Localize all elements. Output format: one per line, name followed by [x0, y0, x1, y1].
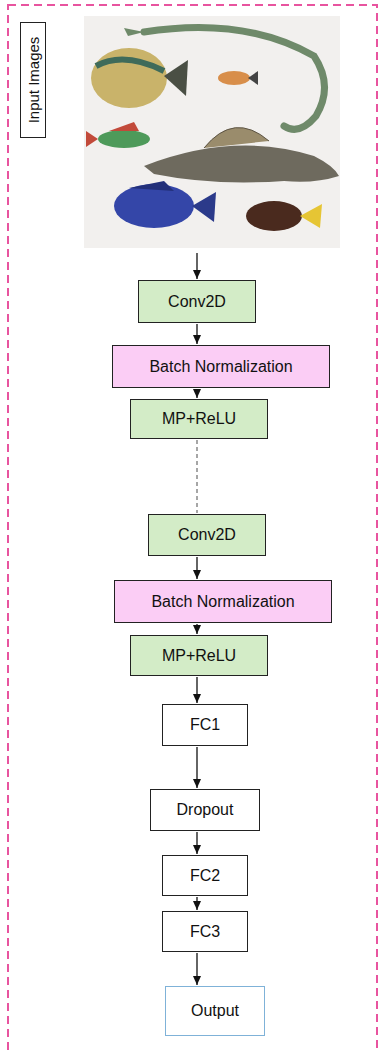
dense-layer-box: FC2	[162, 855, 248, 896]
layer-label: Output	[191, 1002, 239, 1020]
batchnorm-box: Batch Normalization	[112, 345, 330, 388]
layer-label: FC2	[190, 867, 220, 885]
dense-layer-box: FC1	[162, 704, 248, 746]
layer-label: Conv2D	[178, 526, 236, 544]
fish-illustration	[84, 16, 340, 248]
pool-relu-box: MP+ReLU	[130, 635, 268, 676]
layer-label: MP+ReLU	[162, 410, 236, 428]
layer-label: MP+ReLU	[162, 647, 236, 665]
dense-layer-box: FC3	[162, 911, 248, 952]
layer-label: FC3	[190, 923, 220, 941]
layer-label: Input Images	[25, 37, 42, 124]
layer-label: Conv2D	[168, 293, 226, 311]
flow-arrow	[196, 624, 197, 634]
conv-layer-box: Conv2D	[148, 514, 266, 556]
input-panel: Input Images	[14, 16, 340, 248]
input-label-box: Input Images	[20, 22, 46, 138]
batchnorm-box: Batch Normalization	[114, 580, 332, 623]
dashed-border	[8, 5, 377, 1052]
flow-arrow	[196, 677, 197, 703]
flow-arrow	[196, 324, 197, 344]
flow-arrow	[196, 897, 197, 910]
layer-label: Batch Normalization	[151, 593, 294, 611]
flow-arrow	[196, 747, 197, 788]
pool-relu-box: MP+ReLU	[130, 399, 268, 439]
layer-label: FC1	[190, 716, 220, 734]
flow-arrow	[196, 389, 197, 398]
flow-arrow	[196, 557, 197, 579]
flow-arrow	[196, 832, 197, 854]
flow-arrow	[196, 440, 197, 513]
dropout-box: Dropout	[150, 789, 260, 831]
flow-arrow	[196, 953, 197, 985]
layer-label: Batch Normalization	[149, 358, 292, 376]
flow-arrow	[196, 253, 197, 279]
conv-layer-box: Conv2D	[138, 280, 256, 323]
output-box: Output	[165, 986, 265, 1036]
layer-label: Dropout	[177, 801, 234, 819]
